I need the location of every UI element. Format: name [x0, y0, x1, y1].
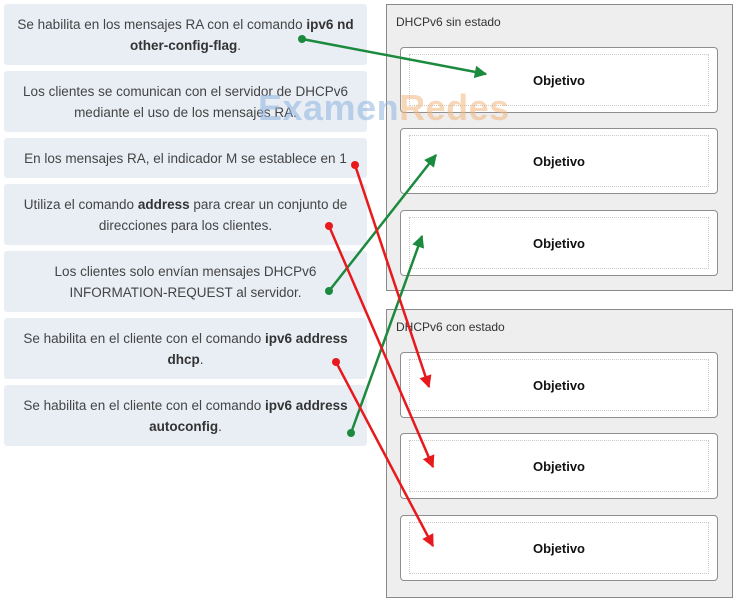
stateless-drop-target-3[interactable]: Objetivo: [400, 210, 718, 276]
target-label: Objetivo: [409, 54, 709, 106]
stateful-panel: DHCPv6 con estado Objetivo Objetivo Obje…: [386, 309, 733, 598]
text-fragment: Se habilita en los mensajes RA con el co…: [17, 16, 307, 32]
statement-text: Los clientes se comunican con el servido…: [14, 81, 357, 123]
text-fragment: .: [199, 351, 204, 367]
statement-item-1[interactable]: Se habilita en los mensajes RA con el co…: [4, 4, 367, 65]
statement-text: Los clientes solo envían mensajes DHCPv6…: [14, 261, 357, 303]
text-fragment: Se habilita en el cliente con el comando: [23, 330, 266, 346]
command-text: ipv6 nd other-config-flag: [129, 16, 354, 53]
command-text: ipv6 address autoconfig: [149, 397, 348, 434]
statement-item-3[interactable]: En los mensajes RA, el indicador M se es…: [4, 138, 367, 178]
statement-item-6[interactable]: Se habilita en el cliente con el comando…: [4, 318, 367, 379]
stateless-drop-target-2[interactable]: Objetivo: [400, 128, 718, 194]
target-label: Objetivo: [409, 359, 709, 411]
statement-text: Utiliza el comando address para crear un…: [14, 194, 357, 236]
text-fragment: para crear un conjunto de direcciones pa…: [98, 196, 348, 233]
statement-item-2[interactable]: Los clientes se comunican con el servido…: [4, 71, 367, 132]
text-fragment: En los mensajes RA, el indicador M se es…: [24, 150, 347, 166]
statement-item-5[interactable]: Los clientes solo envían mensajes DHCPv6…: [4, 251, 367, 312]
target-label: Objetivo: [409, 522, 709, 574]
statement-text: Se habilita en el cliente con el comando…: [14, 328, 357, 370]
statement-item-7[interactable]: Se habilita en el cliente con el comando…: [4, 385, 367, 446]
text-fragment: .: [237, 37, 241, 53]
statement-item-4[interactable]: Utiliza el comando address para crear un…: [4, 184, 367, 245]
target-label: Objetivo: [409, 217, 709, 269]
stateless-drop-target-1[interactable]: Objetivo: [400, 47, 718, 113]
stateful-drop-target-3[interactable]: Objetivo: [400, 515, 718, 581]
stateful-drop-target-1[interactable]: Objetivo: [400, 352, 718, 418]
text-fragment: Los clientes se comunican con el servido…: [23, 83, 348, 120]
statement-text: Se habilita en los mensajes RA con el co…: [14, 14, 357, 56]
target-label: Objetivo: [409, 440, 709, 492]
command-text: ipv6 address dhcp: [167, 330, 348, 367]
text-fragment: Los clientes solo envían mensajes DHCPv6…: [54, 263, 317, 300]
command-text: address: [137, 196, 190, 212]
stateful-drop-target-2[interactable]: Objetivo: [400, 433, 718, 499]
text-fragment: Utiliza el comando: [23, 196, 138, 212]
stateless-panel: DHCPv6 sin estado Objetivo Objetivo Obje…: [386, 4, 733, 291]
text-fragment: Se habilita en el cliente con el comando: [23, 397, 266, 413]
statement-text: En los mensajes RA, el indicador M se es…: [24, 148, 347, 169]
stateless-panel-title: DHCPv6 sin estado: [396, 15, 501, 29]
stateful-panel-title: DHCPv6 con estado: [396, 320, 505, 334]
text-fragment: .: [218, 418, 222, 434]
statement-text: Se habilita en el cliente con el comando…: [14, 395, 357, 437]
target-label: Objetivo: [409, 135, 709, 187]
